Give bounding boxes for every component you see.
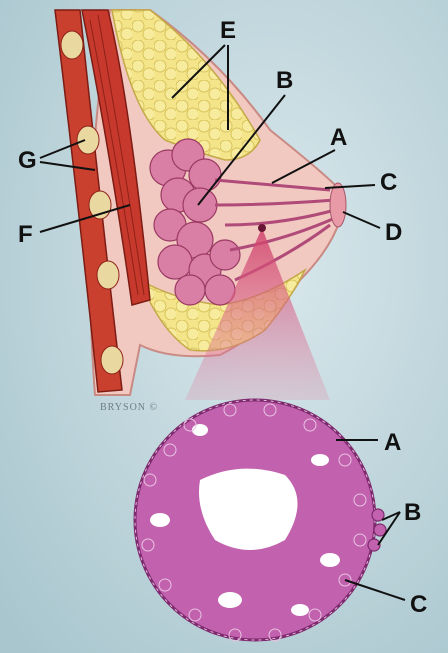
label-cross-a: A <box>384 429 401 456</box>
nipple <box>330 183 346 227</box>
label-cross-c: C <box>410 591 427 618</box>
label-c: C <box>380 169 397 196</box>
label-g: G <box>18 147 37 174</box>
label-a: A <box>330 124 347 151</box>
artist-signature: BRYSON © <box>100 402 158 413</box>
magnification-origin <box>258 224 266 232</box>
label-b: B <box>276 67 293 94</box>
label-e: E <box>220 17 236 44</box>
duct-lumen <box>199 469 298 550</box>
label-f: F <box>18 221 33 248</box>
label-d: D <box>385 219 402 246</box>
label-cross-b: B <box>404 499 421 526</box>
